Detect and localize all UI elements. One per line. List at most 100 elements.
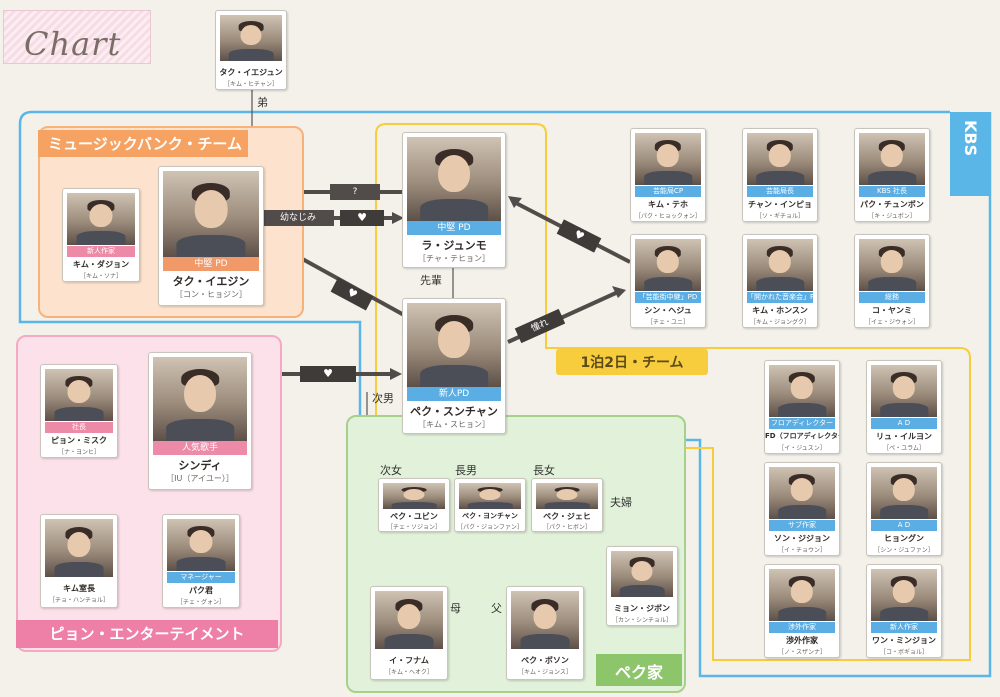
rel-second-daughter: 次女 xyxy=(380,464,402,477)
card-baek-seungchan[interactable]: 新人PD ペク・スンチャン ［キム・スヒョン］ xyxy=(402,298,506,434)
person-actor: ［キム・ソナ］ xyxy=(79,273,122,280)
portrait-image xyxy=(635,133,701,185)
person-role: 「芸能街中継」PD xyxy=(635,292,701,303)
person-name: ペク・ボソン xyxy=(521,656,569,665)
person-actor: ［チェ・グォン］ xyxy=(176,599,225,606)
card-cindy[interactable]: 人気歌手 シンディ ［IU（アイユー）］ xyxy=(148,352,252,490)
card-kim-manager[interactable]: キム室長 ［チョ・ハンチョル］ xyxy=(40,514,118,608)
person-actor: ［パク・ヒボン］ xyxy=(543,524,591,531)
card-kim-dajon[interactable]: 新人作家 キム・ダジョン ［キム・ソナ］ xyxy=(62,188,140,282)
portrait-image xyxy=(45,519,113,577)
card-chan-inpyo[interactable]: 芸能局長 チャン・インピョ ［ソ・ギチョル］ xyxy=(742,128,818,222)
person-actor: ［キム・ヒチャン］ xyxy=(224,81,278,88)
kbs-label: KBS xyxy=(961,120,980,157)
kbs-outline xyxy=(18,110,992,678)
person-actor: ［キム・ジョングク］ xyxy=(750,319,810,326)
card-myon-jibon[interactable]: ミョン・ジボン ［カン・シンチョル］ xyxy=(606,546,678,626)
pill-question: ? xyxy=(330,184,380,200)
person-actor: ［キム・スヒョン］ xyxy=(418,420,490,429)
person-role: 新人作家 xyxy=(871,622,937,633)
card-park[interactable]: マネージャー パク君 ［チェ・グォン］ xyxy=(162,514,240,608)
rel-senior: 先輩 xyxy=(420,274,442,287)
card-wan-minjion[interactable]: 新人作家 ワン・ミンジョン ［コ・ボギョル］ xyxy=(866,564,942,658)
rel-father: 父 xyxy=(491,602,502,615)
portrait-image xyxy=(459,483,521,509)
rel-younger-brother: 弟 xyxy=(257,96,268,109)
person-actor: ［パク・ジョンファン］ xyxy=(457,524,523,531)
heart-icon: ♥ xyxy=(357,211,367,224)
card-baek-yonchan[interactable]: ペク・ヨンチャン ［パク・ジョンファン］ xyxy=(454,478,526,532)
person-name: ワン・ミンジョン xyxy=(872,636,936,645)
card-tak-iejin[interactable]: 中堅 PD タク・イエジン ［コン・ヒョジン］ xyxy=(158,166,264,306)
music-bank-title: ミュージックバンク・チーム xyxy=(38,130,248,157)
portrait-image xyxy=(167,519,235,571)
card-sotogai-writer[interactable]: 渉外作家 渉外作家 ［ノ・スザンナ］ xyxy=(764,564,840,658)
page-title: Chart xyxy=(24,25,122,63)
portrait-image xyxy=(45,369,113,421)
card-baek-yubin[interactable]: ペク・ユビン ［チェ・ソジョン］ xyxy=(378,478,450,532)
person-name: キム・ダジョン xyxy=(72,260,130,269)
baek-family-title: ペク家 xyxy=(596,654,682,686)
pill-childhood-text: 幼なじみ xyxy=(279,213,316,223)
card-bion-misuk[interactable]: 社長 ピョン・ミスク ［ナ・ヨンヒ］ xyxy=(40,364,118,458)
card-son-jijon[interactable]: サブ作家 ソン・ジジョン ［イ・チョウン］ xyxy=(764,462,840,556)
card-kim-honsun[interactable]: 「開かれた音楽会」PD キム・ホンスン ［キム・ジョングク］ xyxy=(742,234,818,328)
arrow-friend xyxy=(392,212,404,224)
person-name: FD（フロアディレクター） xyxy=(765,432,839,440)
person-actor: ［ソ・ギチョル］ xyxy=(755,213,804,220)
person-actor: ［IU（アイユー）］ xyxy=(166,474,234,483)
person-role: 渉外作家 xyxy=(769,622,835,633)
title-box: Chart xyxy=(3,10,151,64)
portrait-image xyxy=(153,357,247,441)
card-tak-iejun[interactable]: タク・イエジュン ［キム・ヒチャン］ xyxy=(215,10,287,90)
person-name: ペク・ヨンチャン xyxy=(462,512,518,520)
portrait-image xyxy=(871,467,937,519)
person-name: キム・テホ xyxy=(648,200,688,209)
person-role: 芸能局CP xyxy=(635,186,701,197)
portrait-image xyxy=(67,193,135,245)
person-role: 芸能局長 xyxy=(747,186,813,197)
card-hyongun[interactable]: A D ヒョングン ［シン・ジュファン］ xyxy=(866,462,942,556)
person-role: 新人PD xyxy=(407,387,501,401)
person-name: ラ・ジュンモ xyxy=(421,239,487,252)
person-actor: ［カン・シンチョル］ xyxy=(611,617,672,624)
heart-icon: ♥ xyxy=(344,285,360,302)
person-actor: ［チェ・ユニ］ xyxy=(646,319,689,326)
portrait-image xyxy=(611,551,673,597)
person-name: ミョン・ジボン xyxy=(614,604,670,613)
pill-heart-1: ♥ xyxy=(340,210,384,226)
person-actor: ［パク・ヒョックォン］ xyxy=(635,213,701,220)
heart-icon: ♥ xyxy=(571,227,587,244)
card-fd[interactable]: フロアディレクター FD（フロアディレクター） ［イ・ジュスン］ xyxy=(764,360,840,454)
card-kim-teho[interactable]: 芸能局CP キム・テホ ［パク・ヒョックォン］ xyxy=(630,128,706,222)
person-actor: ［チャ・テヒョン］ xyxy=(418,254,490,263)
person-role: 人気歌手 xyxy=(153,441,247,455)
card-shin-heju[interactable]: 「芸能街中継」PD シン・ヘジュ ［チェ・ユニ］ xyxy=(630,234,706,328)
person-name: タク・イエジン xyxy=(172,275,250,288)
portrait-image xyxy=(859,239,925,291)
card-park-chunbon[interactable]: KBS 社長 パク・チュンボン ［キ・ジュボン］ xyxy=(854,128,930,222)
rel-married: 夫婦 xyxy=(610,496,632,509)
card-ryu-ilyon[interactable]: A D リュ・イルヨン ［ペ・ユラム］ xyxy=(866,360,942,454)
card-baek-jehi[interactable]: ペク・ジェヒ ［パク・ヒボン］ xyxy=(531,478,603,532)
one-night-team-title: 1泊2日・チーム xyxy=(556,349,708,375)
portrait-image xyxy=(871,365,937,417)
person-actor: ［チョ・ハンチョル］ xyxy=(48,597,109,604)
heart-icon: ♥ xyxy=(323,367,333,380)
card-baek-boson[interactable]: ペク・ボソン ［キム・ジョンス］ xyxy=(506,586,584,680)
person-role: 中堅 PD xyxy=(163,257,259,271)
kbs-tab: KBS xyxy=(950,112,990,196)
person-name: タク・イエジュン xyxy=(219,68,283,77)
portrait-image xyxy=(220,15,282,61)
person-role: 「開かれた音楽会」PD xyxy=(747,292,813,303)
person-name: シン・ヘジュ xyxy=(644,306,692,315)
card-i-funam[interactable]: イ・フナム ［キム・ヘオク］ xyxy=(370,586,448,680)
person-actor: ［コン・ヒョジン］ xyxy=(175,290,247,299)
person-name: ペク・ジェヒ xyxy=(543,512,591,521)
card-ko-yanmi[interactable]: 総務 コ・ヤンミ ［イェ・ジウォン］ xyxy=(854,234,930,328)
person-role: 社長 xyxy=(45,422,113,433)
card-ra-junmo[interactable]: 中堅 PD ラ・ジュンモ ［チャ・テヒョン］ xyxy=(402,132,506,268)
portrait-image xyxy=(407,303,501,387)
rel-eldest-daughter: 長女 xyxy=(533,464,555,477)
